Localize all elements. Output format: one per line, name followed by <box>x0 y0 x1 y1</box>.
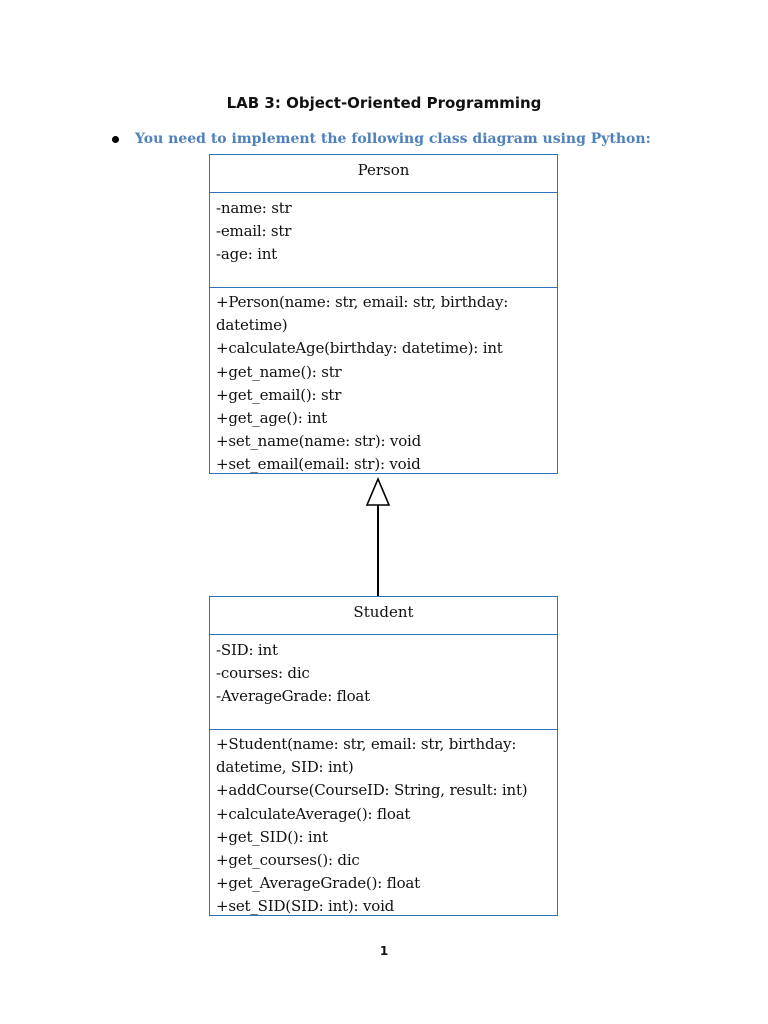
person-attributes: -name: str -email: str -age: int <box>210 193 557 288</box>
student-attribute: -AverageGrade: float <box>216 687 370 706</box>
class-name-student: Student <box>210 597 557 635</box>
student-method: +addCourse(CourseID: String, result: int… <box>216 781 528 800</box>
person-method: +set_name(name: str): void <box>216 432 422 451</box>
person-method: +get_age(): int <box>216 409 328 428</box>
student-method: +set_SID(SID: int): void <box>216 897 395 916</box>
student-attributes: -SID: int -courses: dic -AverageGrade: f… <box>210 635 557 730</box>
document-title: LAB 3: Object-Oriented Programming <box>226 94 542 112</box>
inheritance-arrowhead-icon <box>365 476 391 506</box>
person-method: +set_email(email: str): void <box>216 455 421 474</box>
inheritance-arrow <box>365 476 391 596</box>
instruction-text: You need to implement the following clas… <box>135 131 651 147</box>
person-attribute: -email: str <box>216 222 292 241</box>
person-method: +get_email(): str <box>216 385 342 404</box>
student-method: +get_courses(): dic <box>216 851 360 870</box>
page-number: 1 <box>379 944 389 958</box>
person-attribute: -name: str <box>216 199 292 217</box>
person-method: +get_name(): str <box>216 362 342 381</box>
student-methods: +Student(name: str, email: str, birthday… <box>210 730 557 919</box>
student-method: +get_SID(): int <box>216 827 328 846</box>
student-attribute: -courses: dic <box>216 664 310 683</box>
student-attribute: -SID: int <box>216 641 278 659</box>
instruction-bullet: You need to implement the following clas… <box>112 131 651 147</box>
student-method: +calculateAverage(): float <box>216 804 411 823</box>
person-method: +Person(name: str, email: str, birthday:… <box>216 293 509 335</box>
student-class-box: Student -SID: int -courses: dic -Average… <box>209 596 558 916</box>
class-name-person: Person <box>210 155 557 193</box>
person-method: +calculateAge(birthday: datetime): int <box>216 339 503 358</box>
person-class-box: Person -name: str -email: str -age: int … <box>209 154 558 474</box>
person-attribute: -age: int <box>216 245 277 264</box>
bullet-dot-icon <box>112 135 119 143</box>
person-methods: +Person(name: str, email: str, birthday:… <box>210 288 557 477</box>
student-method: +Student(name: str, email: str, birthday… <box>216 735 517 777</box>
student-method: +get_AverageGrade(): float <box>216 874 420 893</box>
